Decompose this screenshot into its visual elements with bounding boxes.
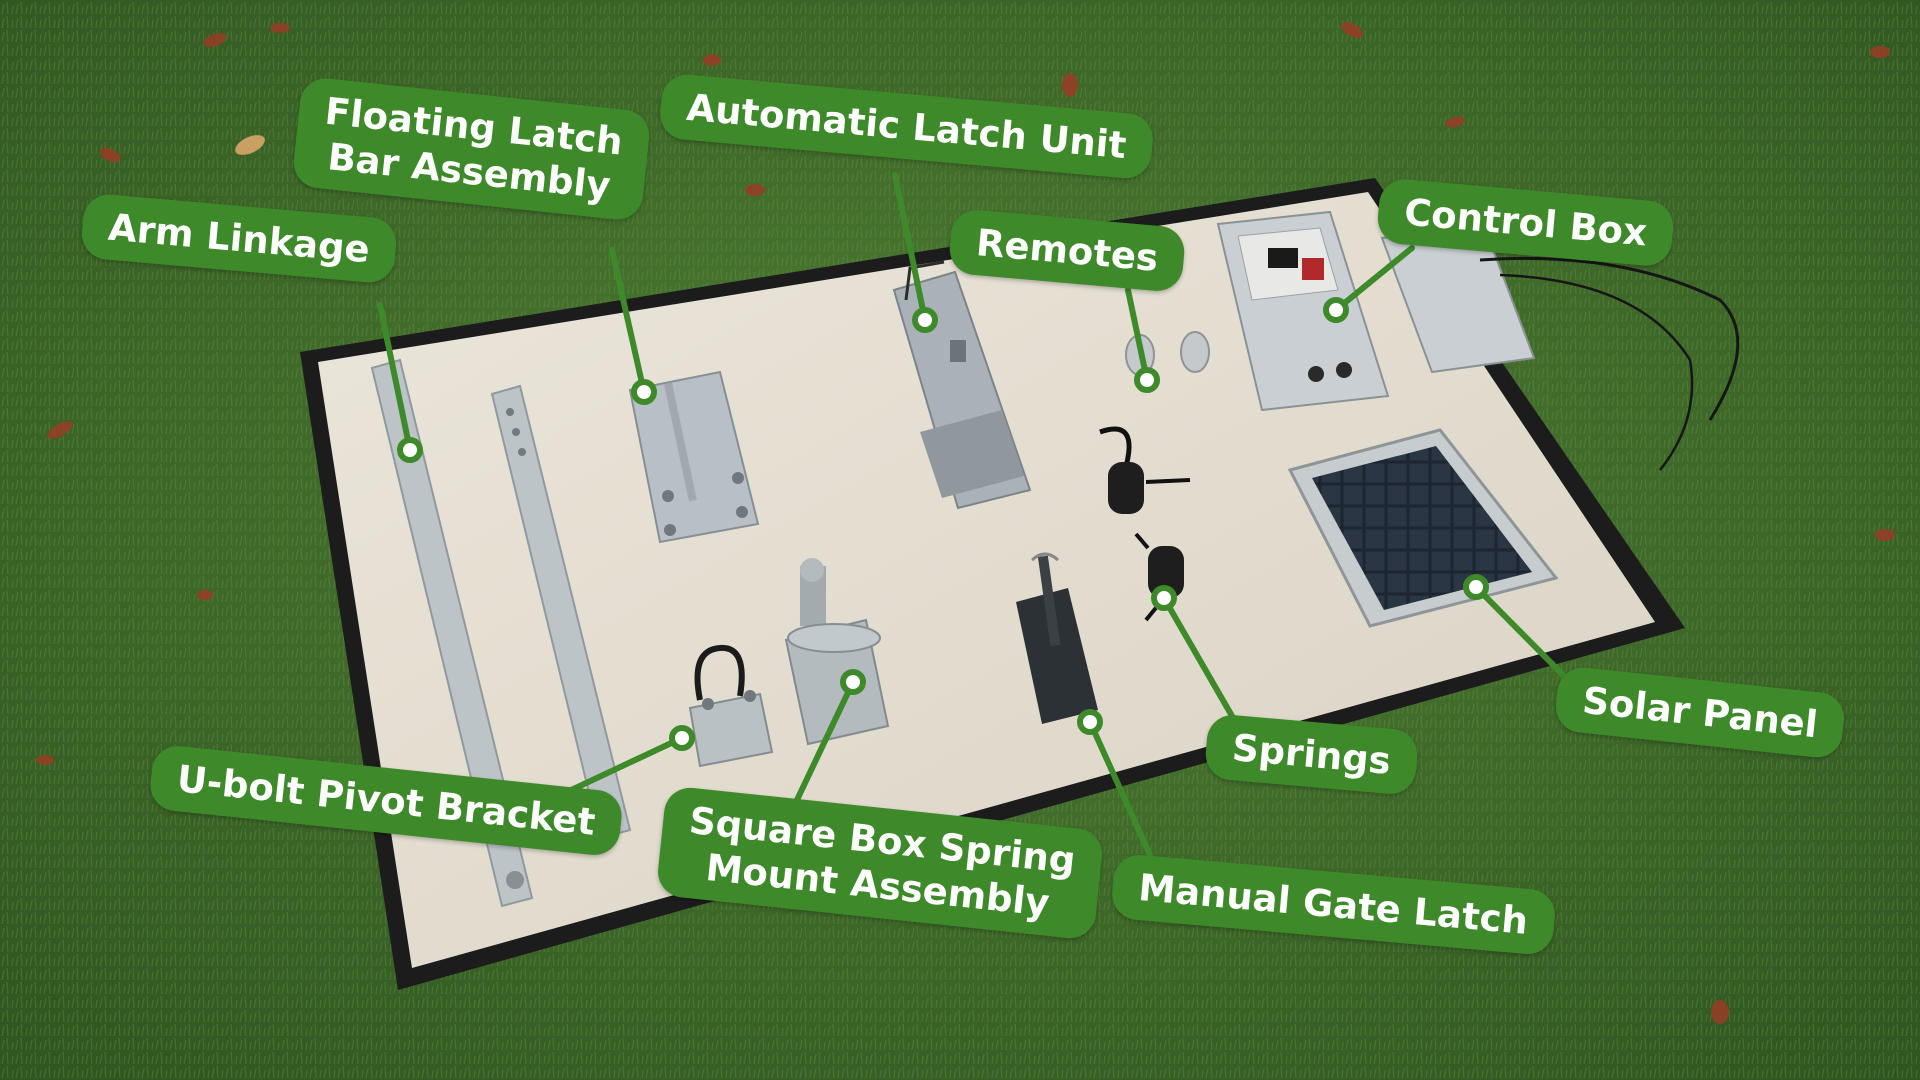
anchor-springs	[1151, 585, 1177, 611]
floating-latch-bar-assembly	[628, 370, 760, 544]
manual-gate-latch	[1016, 552, 1098, 724]
anchor-solar-panel	[1463, 574, 1489, 600]
anchor-square-box	[840, 669, 866, 695]
u-bolt-pivot-bracket	[688, 644, 774, 768]
anchor-manual-latch	[1077, 709, 1103, 735]
solar-panel	[1287, 428, 1559, 628]
anchor-automatic-latch	[912, 307, 938, 333]
control-box	[1216, 210, 1536, 412]
fallen-leaves	[36, 22, 1895, 1024]
anchor-control-box	[1323, 297, 1349, 323]
square-box-spring-mount	[784, 558, 890, 746]
torsion-springs	[1099, 426, 1191, 622]
anchor-remotes	[1134, 367, 1160, 393]
anchor-arm-linkage	[397, 437, 423, 463]
anchor-floating-latch	[631, 379, 657, 405]
anchor-u-bolt	[669, 725, 695, 751]
